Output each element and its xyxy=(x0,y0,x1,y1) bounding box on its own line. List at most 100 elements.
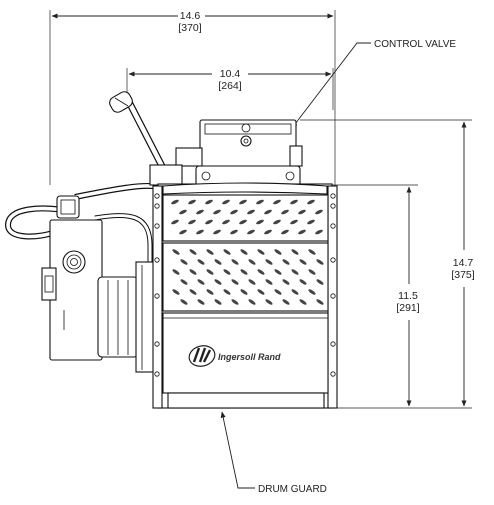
perforation-slot xyxy=(247,229,255,235)
perforation-slot xyxy=(315,209,323,215)
perforation-slot xyxy=(240,269,248,275)
perforation-slot xyxy=(316,279,324,285)
perforation-slot xyxy=(298,209,306,215)
upper-panel-slots xyxy=(171,199,323,235)
callout-drum-guard: DRUM GUARD xyxy=(220,411,327,495)
perforation-slot xyxy=(231,299,239,305)
overall-height-value: 14.7 xyxy=(453,257,474,269)
perforation-slot xyxy=(307,199,315,205)
perforation-slot xyxy=(291,249,299,255)
perforation-slot xyxy=(231,259,239,265)
perforation-slot xyxy=(197,259,205,265)
perforation-slot xyxy=(214,259,222,265)
perforation-slot xyxy=(281,229,289,235)
perforation-slot xyxy=(257,289,265,295)
dimension-overall-width: 14.6 [370] xyxy=(49,10,336,185)
overall-height-metric: [375] xyxy=(451,269,474,281)
perforation-slot xyxy=(291,289,299,295)
perforation-slot xyxy=(239,199,247,205)
perforation-slot xyxy=(290,219,298,225)
perforation-slot xyxy=(299,279,307,285)
guard-height-metric: [291] xyxy=(396,302,419,314)
perforation-slot xyxy=(248,259,256,265)
perforation-slot xyxy=(274,269,282,275)
perforation-slot xyxy=(171,219,179,225)
perforation-slot xyxy=(172,269,180,275)
perforation-slot xyxy=(264,229,272,235)
perforation-slot xyxy=(188,219,196,225)
perforation-slot xyxy=(188,199,196,205)
perforation-slot xyxy=(214,299,222,305)
rail-bolts-left xyxy=(154,193,160,377)
logo-text: Ingersoll Rand xyxy=(218,352,281,362)
perforation-slot xyxy=(240,249,248,255)
valve-width-metric: [264] xyxy=(218,80,241,92)
perforation-slot xyxy=(239,219,247,225)
motor-housing xyxy=(41,195,155,373)
perforation-slot xyxy=(213,209,221,215)
middle-panel-slots xyxy=(172,249,324,305)
perforation-slot xyxy=(256,219,264,225)
perforation-slot xyxy=(205,199,213,205)
perforation-slot xyxy=(206,289,214,295)
perforation-slot xyxy=(281,209,289,215)
control-valve xyxy=(175,119,303,189)
dimension-guard-height: 11.5 [291] xyxy=(332,184,420,409)
perforation-slot xyxy=(206,269,214,275)
perforation-slot xyxy=(273,199,281,205)
dimension-valve-width: 10.4 [264] xyxy=(126,68,334,110)
perforation-slot xyxy=(265,279,273,285)
perforation-slot xyxy=(180,299,188,305)
perforation-slot xyxy=(308,289,316,295)
drum-guard-frame xyxy=(152,182,338,409)
perforation-slot xyxy=(189,289,197,295)
perforation-slot xyxy=(282,299,290,305)
perforation-slot xyxy=(197,279,205,285)
perforation-slot xyxy=(257,249,265,255)
perforation-slot xyxy=(256,199,264,205)
perforation-slot xyxy=(197,299,205,305)
perforation-slot xyxy=(248,279,256,285)
dimension-overall-height: 14.7 [375] xyxy=(300,119,475,409)
perforation-slot xyxy=(172,289,180,295)
overall-width-value: 14.6 xyxy=(180,10,201,22)
callout-control-valve: CONTROL VALVE xyxy=(291,39,456,129)
perforation-slot xyxy=(223,289,231,295)
perforation-slot xyxy=(257,269,265,275)
perforation-slot xyxy=(172,249,180,255)
perforation-slot xyxy=(308,249,316,255)
perforation-slot xyxy=(230,209,238,215)
perforation-slot xyxy=(230,229,238,235)
guard-height-value: 11.5 xyxy=(398,290,418,302)
perforation-slot xyxy=(206,249,214,255)
perforation-slot xyxy=(273,219,281,225)
drum-guard-label: DRUM GUARD xyxy=(258,484,327,495)
perforation-slot xyxy=(223,269,231,275)
perforation-slot xyxy=(248,299,256,305)
perforation-slot xyxy=(264,209,272,215)
perforation-slot xyxy=(179,209,187,215)
perforation-slot xyxy=(299,259,307,265)
perforation-slot xyxy=(282,279,290,285)
perforation-slot xyxy=(265,299,273,305)
ingersoll-rand-logo: Ingersoll Rand xyxy=(188,345,281,367)
perforation-slot xyxy=(231,279,239,285)
perforation-slot xyxy=(282,259,290,265)
perforation-slot xyxy=(315,229,323,235)
perforation-slot xyxy=(316,299,324,305)
perforation-slot xyxy=(308,269,316,275)
perforation-slot xyxy=(298,229,306,235)
rail-bolts-right xyxy=(330,193,336,377)
perforation-slot xyxy=(189,249,197,255)
perforation-slot xyxy=(223,249,231,255)
perforation-slot xyxy=(222,219,230,225)
perforation-slot xyxy=(214,279,222,285)
perforation-slot xyxy=(240,289,248,295)
perforation-slot xyxy=(247,209,255,215)
valve-width-value: 10.4 xyxy=(220,68,241,80)
perforation-slot xyxy=(291,269,299,275)
perforation-slot xyxy=(307,219,315,225)
control-valve-label: CONTROL VALVE xyxy=(374,39,456,50)
perforation-slot xyxy=(213,229,221,235)
